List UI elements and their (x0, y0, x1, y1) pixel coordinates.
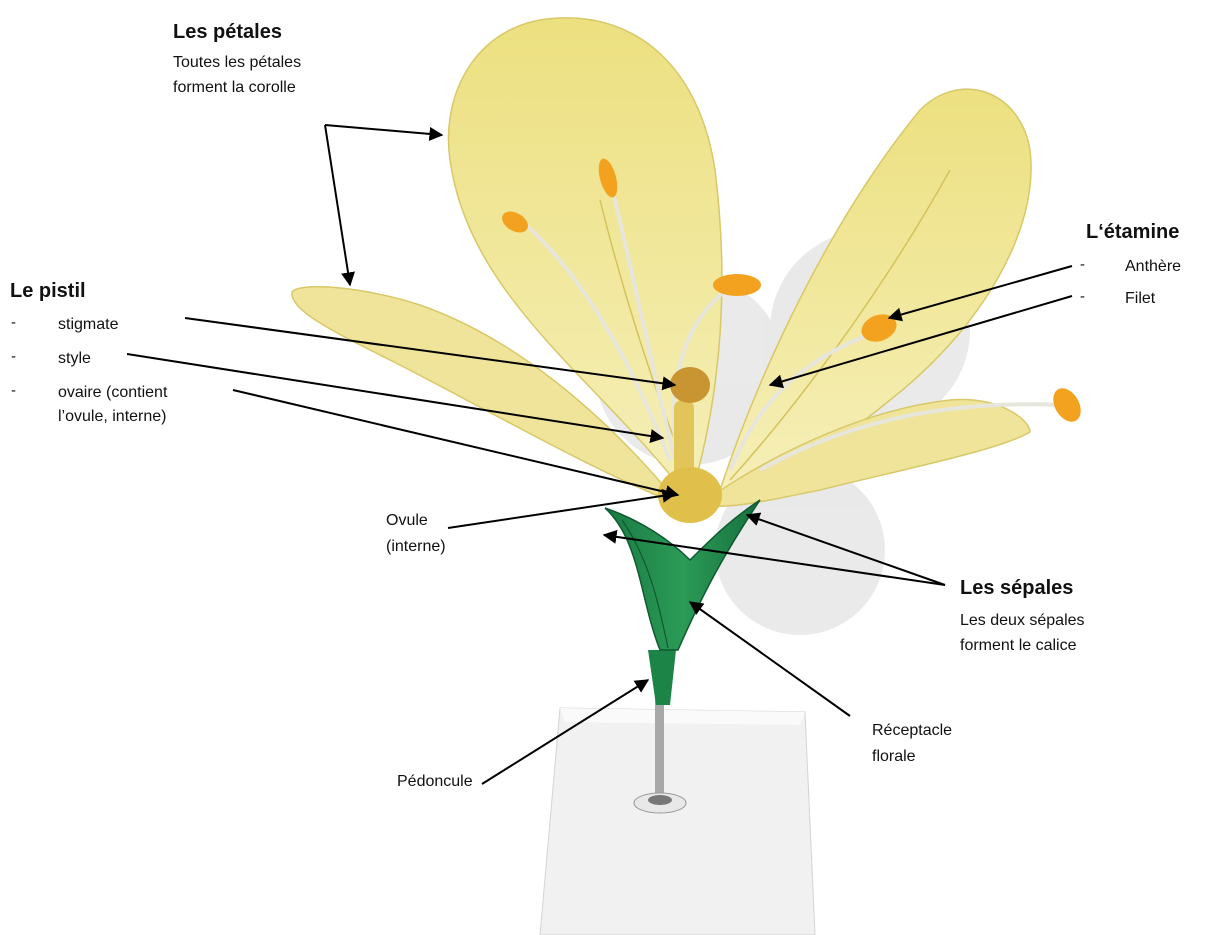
pistil-title: Le pistil (10, 278, 86, 304)
pistil-item-style: style (58, 348, 91, 370)
pistil-bullet-3: - (11, 382, 16, 399)
petales-line2: forment la corolle (173, 77, 296, 99)
pistil-bullet-2: - (11, 348, 16, 365)
pistil-item-ovaire: ovaire (contient (58, 382, 167, 404)
etamine-title: L‘étamine (1086, 219, 1179, 245)
petales-title: Les pétales (173, 19, 282, 45)
base-stand (540, 680, 815, 935)
ovule-line2: (interne) (386, 536, 446, 558)
ovule-line1: Ovule (386, 510, 428, 532)
etamine-item-filet: Filet (1125, 288, 1155, 310)
pistil-item-stigmate: stigmate (58, 314, 118, 336)
pedoncule-label: Pédoncule (397, 771, 473, 793)
receptacle-line1: Réceptacle (872, 720, 952, 742)
sepales-title: Les sépales (960, 575, 1073, 601)
petals (292, 18, 1031, 506)
pistil-item-ovaire-cont: l’ovule, interne) (58, 406, 167, 428)
peduncle-stem (648, 650, 676, 705)
pistil-bullet-1: - (11, 314, 16, 331)
sepales-line1: Les deux sépales (960, 610, 1085, 632)
etamine-bullet-2: - (1080, 288, 1085, 305)
etamine-bullet-1: - (1080, 256, 1085, 273)
sepales-line2: forment le calice (960, 635, 1077, 657)
etamine-item-anthere: Anthère (1125, 256, 1181, 278)
receptacle-line2: florale (872, 746, 916, 768)
petales-line1: Toutes les pétales (173, 52, 301, 74)
